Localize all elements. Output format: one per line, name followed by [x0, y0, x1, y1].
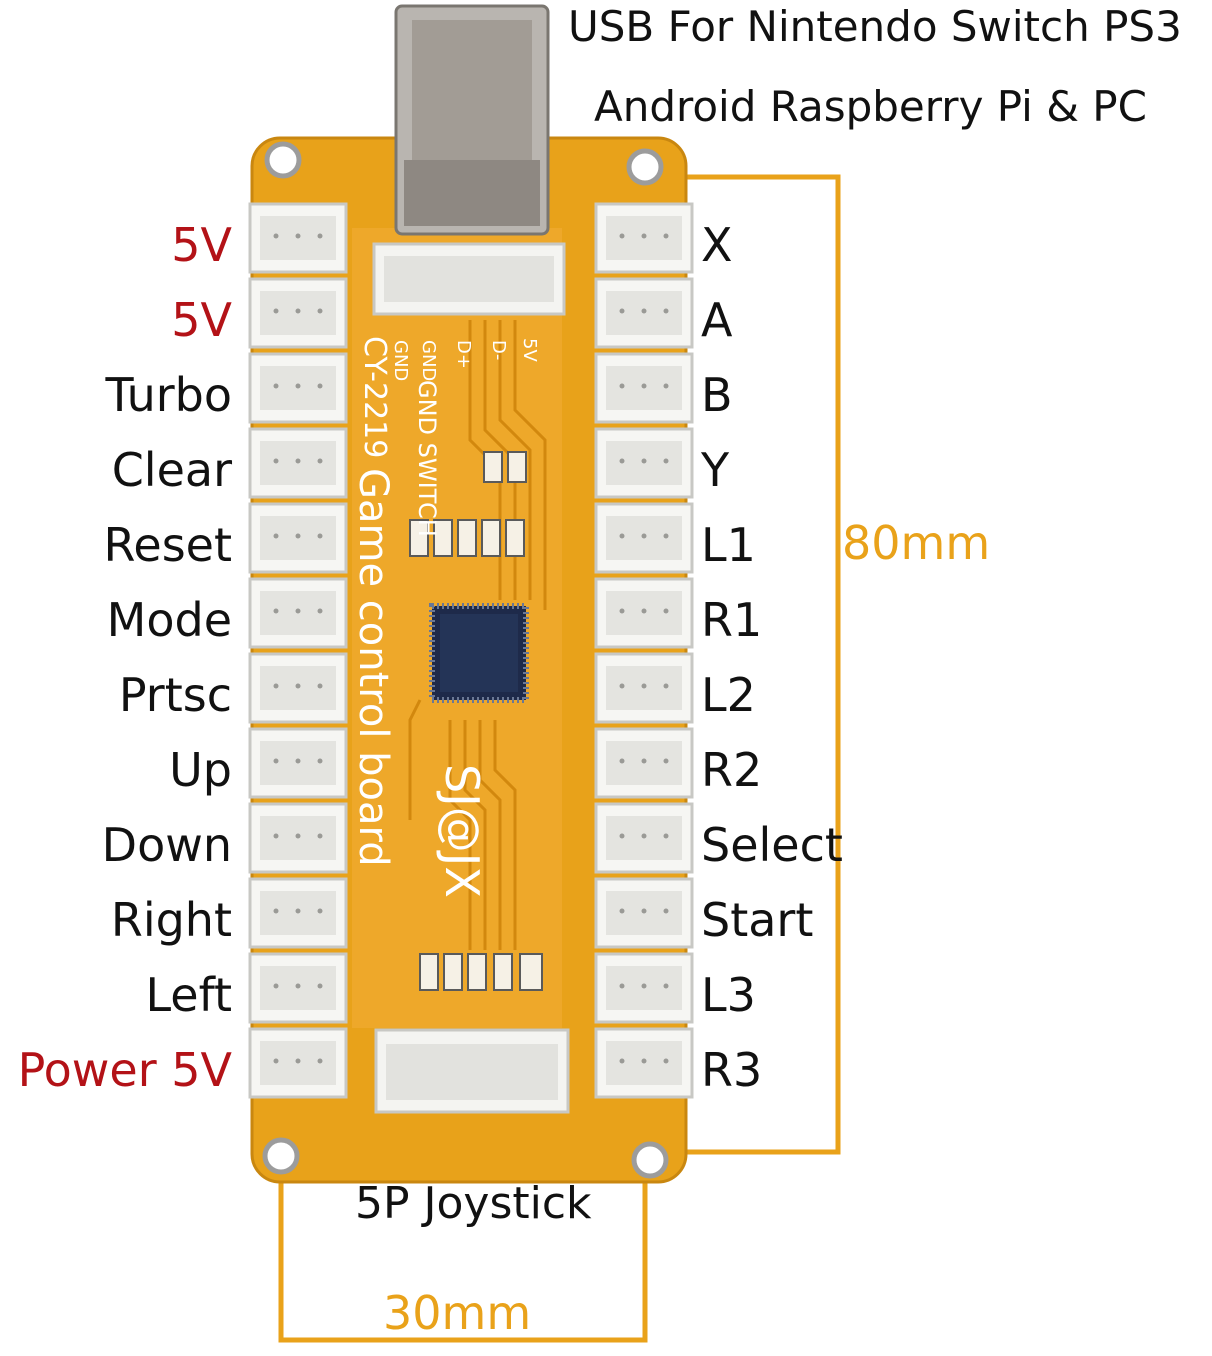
three-pin-connector [248, 1027, 348, 1099]
width-dimension-label: 30mm [383, 1286, 532, 1340]
three-pin-connector [594, 577, 694, 649]
right-connector-column [594, 202, 694, 1099]
three-pin-connector [248, 952, 348, 1024]
left-label: Reset [103, 518, 233, 572]
three-pin-connector [248, 202, 348, 274]
three-pin-connector [594, 202, 694, 274]
left-connector-column [248, 202, 348, 1099]
left-label: Up [169, 743, 232, 797]
silk-switch-label: GND SWITCH [413, 380, 441, 537]
three-pin-connector [248, 427, 348, 499]
left-label: Turbo [105, 368, 232, 422]
silk-pin-gnd-1: GND [390, 340, 411, 381]
three-pin-connector [248, 577, 348, 649]
three-pin-connector [248, 727, 348, 799]
right-label: R3 [701, 1043, 763, 1097]
three-pin-connector [594, 952, 694, 1024]
right-label: R1 [701, 593, 763, 647]
silk-pin-dplus: D+ [453, 340, 474, 369]
left-label: Power 5V [17, 1043, 232, 1097]
right-label: L2 [701, 668, 756, 722]
right-label: Y [701, 443, 730, 497]
three-pin-connector [594, 352, 694, 424]
height-dimension-line [648, 174, 841, 1155]
left-label: Mode [106, 593, 232, 647]
right-label: B [701, 368, 733, 422]
silk-model: CY-2219 [357, 336, 392, 458]
left-label: Left [145, 968, 232, 1022]
right-label: X [701, 218, 733, 272]
three-pin-connector [248, 502, 348, 574]
three-pin-connector [594, 877, 694, 949]
usb-pin-connector [372, 242, 566, 316]
mcu-chip [429, 603, 529, 703]
three-pin-connector [248, 652, 348, 724]
three-pin-connector [594, 802, 694, 874]
three-pin-connector [248, 352, 348, 424]
joystick-connector [374, 1028, 570, 1114]
smd-components [409, 451, 543, 991]
silk-pin-5v: 5V [519, 338, 540, 362]
mounting-holes [262, 141, 669, 1179]
three-pin-connector [594, 502, 694, 574]
right-label: A [701, 293, 733, 347]
silk-brand: SJ@JX [435, 764, 489, 898]
usb-compat-line-2: Android Raspberry Pi & PC [594, 82, 1147, 131]
usb-compat-line-1: USB For Nintendo Switch PS3 [568, 2, 1182, 51]
left-label: 5V [171, 293, 232, 347]
three-pin-connector [594, 652, 694, 724]
silkscreen: GND GND D+ D- 5V GND SWITCH CY-2219 Game… [350, 336, 540, 898]
three-pin-connector [248, 802, 348, 874]
three-pin-connector [594, 1027, 694, 1099]
usb-b-connector [394, 4, 550, 236]
left-label: Prtsc [118, 668, 232, 722]
width-dimension-line [278, 1152, 648, 1343]
silk-pin-dminus: D- [488, 340, 509, 360]
three-pin-connector [248, 877, 348, 949]
left-label: Clear [111, 443, 232, 497]
three-pin-connector [594, 727, 694, 799]
right-label: Start [701, 893, 814, 947]
left-label: Right [110, 893, 232, 947]
right-label: R2 [701, 743, 763, 797]
height-dimension-label: 80mm [842, 516, 991, 570]
three-pin-connector [594, 427, 694, 499]
silk-pin-gnd-2: GND [418, 340, 439, 381]
silk-title: Game control board [350, 468, 396, 867]
joystick-connector-label: 5P Joystick [355, 1178, 592, 1229]
three-pin-connector [594, 277, 694, 349]
right-label: L1 [701, 518, 756, 572]
dimension-lines [278, 174, 841, 1343]
right-label: Select [701, 818, 843, 872]
right-label: L3 [701, 968, 756, 1022]
left-label: Down [101, 818, 232, 872]
left-label: 5V [171, 218, 232, 272]
three-pin-connector [248, 277, 348, 349]
